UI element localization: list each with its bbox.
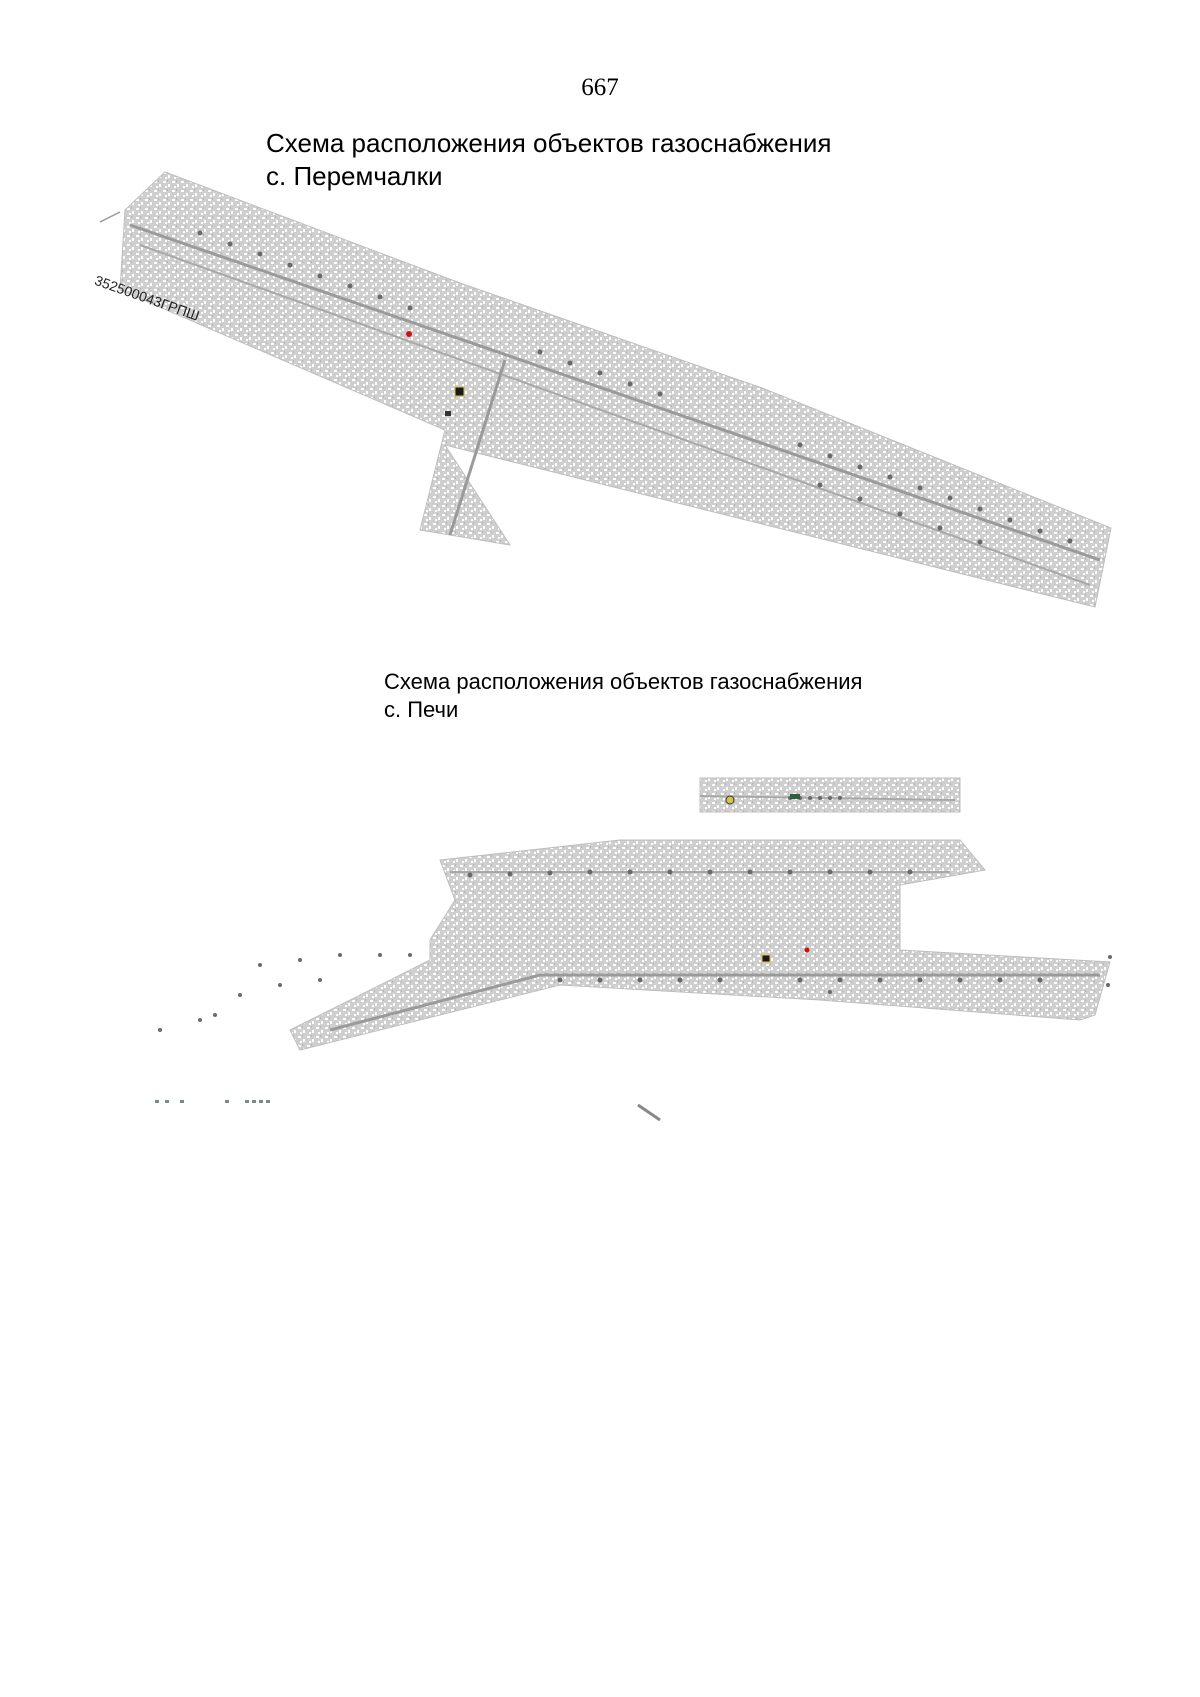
red-marker [804, 947, 810, 953]
map-title-line: Схема расположения объектов газоснабжени… [266, 128, 832, 158]
grp-marker-small [790, 794, 800, 799]
settlement-area [119, 171, 1112, 608]
page-number: 667 [581, 74, 619, 101]
pipeline-fragment [637, 1103, 661, 1122]
street-line [329, 973, 541, 1032]
map-title-settlement: с. Печи [384, 697, 459, 722]
grp-marker [454, 386, 465, 397]
grp-marker [761, 954, 771, 963]
map-title-settlement: с. Перемчалки [266, 161, 443, 191]
settlement-area-main [289, 839, 1111, 1051]
boundary-tick [99, 211, 121, 223]
map-title-peremchalki: Схема расположения объектов газоснабжени… [266, 127, 831, 193]
outlying-markers [155, 1100, 270, 1103]
settlement-map-pechi [155, 777, 1112, 1122]
street-line [129, 223, 1101, 562]
red-marker [406, 331, 412, 337]
street-line [699, 795, 956, 801]
settlement-area-north [699, 777, 961, 813]
yellow-marker [725, 795, 735, 805]
grp-marker-small [445, 411, 451, 416]
map-title-pechi: Схема расположения объектов газоснабжени… [384, 668, 862, 724]
street-line [448, 359, 507, 536]
map-title-line: Схема расположения объектов газоснабжени… [384, 669, 863, 694]
street-line [139, 244, 1091, 586]
gas-pipeline-markers [197, 230, 1073, 545]
